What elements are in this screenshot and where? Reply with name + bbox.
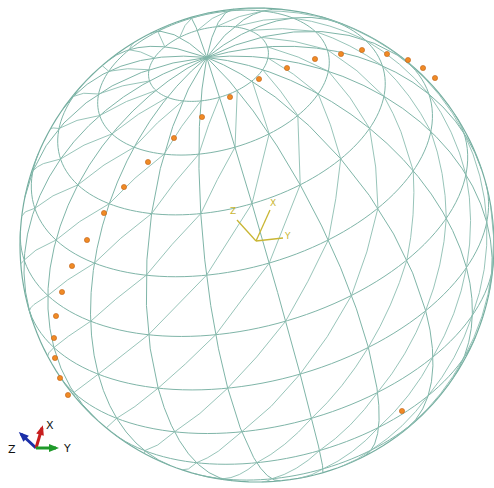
node-marker <box>69 263 74 268</box>
sphere-outline <box>20 8 494 482</box>
mesh-lines <box>20 9 493 481</box>
node-marker <box>84 237 89 242</box>
node-marker <box>101 210 106 215</box>
node-marker <box>399 408 404 413</box>
node-marker <box>312 56 317 61</box>
node-marker <box>256 76 261 81</box>
node-marker <box>51 335 56 340</box>
node-marker <box>171 135 176 140</box>
node-marker <box>432 75 437 80</box>
center-triad <box>237 210 283 241</box>
mesh-diagonals <box>21 8 494 482</box>
axis-label: Z <box>230 207 236 216</box>
axis-line <box>256 238 283 241</box>
node-marker <box>384 51 389 56</box>
axis-label: X <box>46 420 54 431</box>
node-marker <box>53 313 58 318</box>
node-marker <box>338 51 343 56</box>
axis-label: Z <box>8 444 16 455</box>
node-marker <box>405 57 410 62</box>
sphere-mesh <box>20 8 494 482</box>
node-marker <box>65 392 70 397</box>
axis-label: X <box>270 199 276 208</box>
node-marker <box>359 47 364 52</box>
axis-line <box>256 210 270 241</box>
node-marker <box>145 159 150 164</box>
axis-label: Y <box>64 443 71 454</box>
arrow-head <box>36 425 44 436</box>
node-marker <box>227 94 232 99</box>
node-marker <box>57 375 62 380</box>
axis-label: Y <box>285 232 291 241</box>
arrow-head <box>49 444 59 452</box>
arrow-head <box>19 432 29 442</box>
node-marker <box>52 355 57 360</box>
node-markers <box>51 47 437 413</box>
node-marker <box>284 65 289 70</box>
node-marker <box>59 289 64 294</box>
node-marker <box>199 114 204 119</box>
node-marker <box>420 65 425 70</box>
axis-line <box>237 220 256 241</box>
node-marker <box>121 184 126 189</box>
